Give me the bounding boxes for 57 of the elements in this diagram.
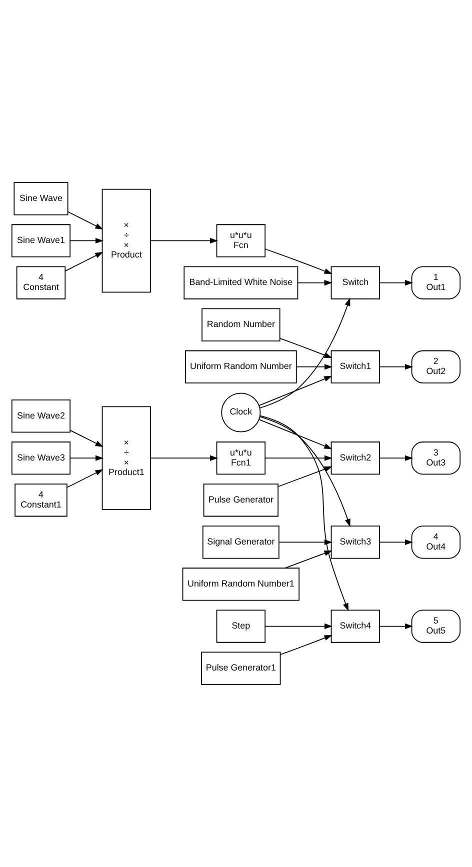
arrow [66,469,104,488]
node-box: Switch2 [330,442,380,475]
arrow [264,623,333,630]
arrow [280,338,332,358]
arrow [379,280,414,286]
node-box: Band-Limited White Noise [184,266,298,300]
node-box: Sine Wave1 [11,224,70,258]
arrow [258,376,332,406]
arrow [259,416,350,527]
arrow [70,430,104,447]
arrow [297,280,332,286]
arrow [280,635,332,656]
node-box: 4 Constant1 [14,484,68,517]
node-box: 4 Out4 [411,526,461,559]
node-box: Pulse Generator1 [201,652,281,685]
node-circle: Clock [221,392,261,432]
node-box: Sine Wave3 [11,442,70,475]
node-box: Switch [330,266,380,300]
arrow [150,238,218,244]
node-box: Uniform Random Number [185,350,297,384]
arrow [67,211,104,230]
arrow [258,418,332,450]
arrow [278,466,332,488]
node-box: 2 Out2 [411,350,461,384]
arrow [264,248,332,274]
node-box: Pulse Generator [203,484,278,517]
arrow [70,455,104,461]
node-box: Switch3 [330,526,380,559]
node-box: Sine Wave2 [11,400,70,433]
arrow [278,539,332,546]
arrow [379,539,414,546]
node-box: 3 Out3 [411,442,461,475]
node-box: × ÷ × Product1 [102,406,152,510]
arrow [70,238,104,244]
node-box: 5 Out5 [411,610,461,643]
node-box: Signal Generator [202,526,280,559]
node-box: Random Number [202,308,280,342]
arrow [284,550,332,569]
arrow [379,455,414,461]
node-box: Uniform Random Number1 [182,568,300,601]
node-box: 1 Out1 [411,266,461,300]
node-box: u*u*u Fcn1 [216,442,266,475]
arrow [259,298,350,408]
node-box: Switch4 [330,610,380,643]
arrow [379,623,414,630]
node-box: × ÷ × Product [102,188,152,293]
arrow [150,455,218,461]
arrow [264,455,333,461]
node-box: Switch1 [330,350,380,384]
node-box: 4 Constant [16,266,66,300]
node-box: Sine Wave [14,182,68,216]
arrow [64,252,104,272]
node-box: Step [216,610,266,643]
node-box: u*u*u Fcn [216,224,266,258]
arrow [296,364,333,370]
arrow [260,415,349,612]
arrow [379,364,414,370]
